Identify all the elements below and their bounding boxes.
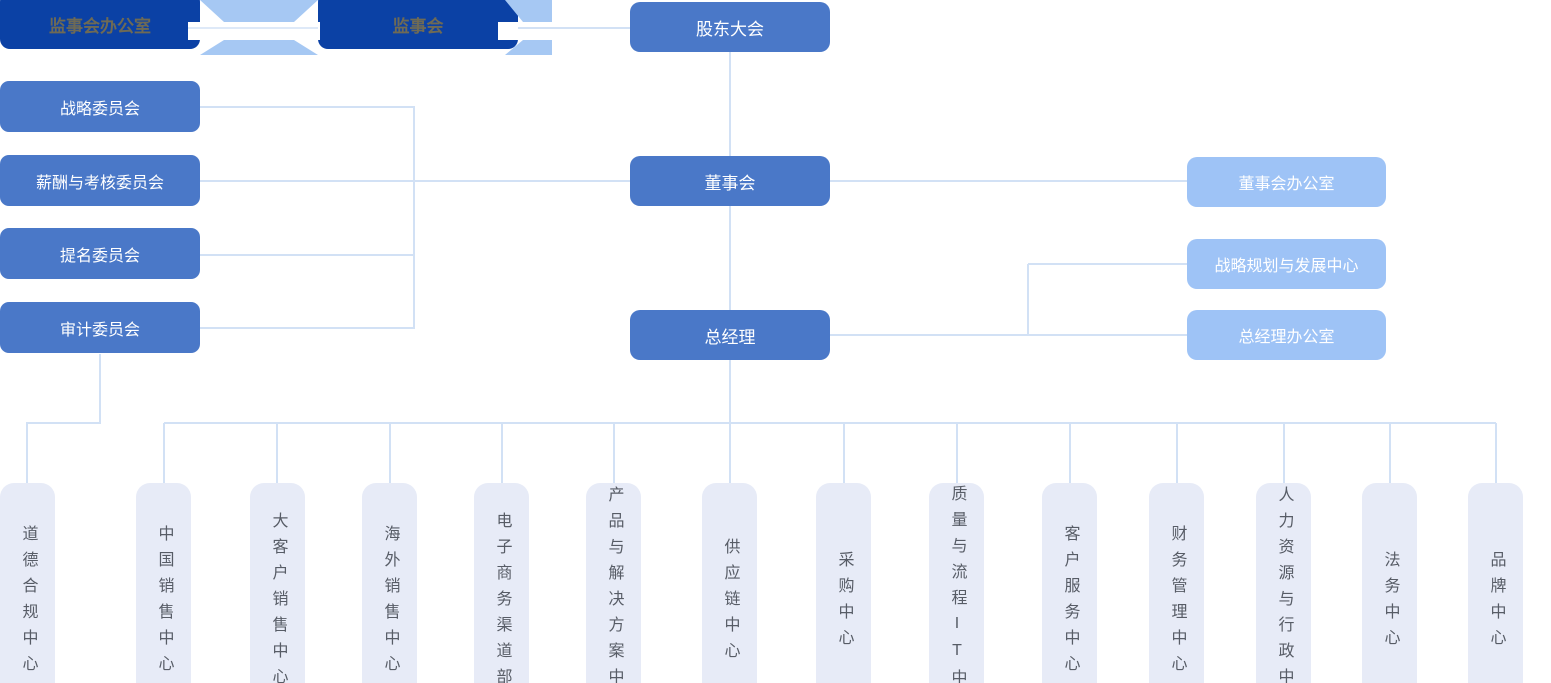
node-label: 财务管理中心 <box>1168 525 1186 681</box>
artifact-trapezoid-bottom <box>200 40 318 55</box>
node-dept-finance[interactable]: 财务管理中心 <box>1149 483 1204 683</box>
node-dept-ecommerce-channel[interactable]: 电子商务渠道部 <box>474 483 529 683</box>
node-label: 董事会 <box>704 173 756 193</box>
node-strategy-committee[interactable]: 战略委员会 <box>0 81 200 132</box>
node-label: 质量与流程IT中心 <box>948 485 966 683</box>
node-dept-china-sales[interactable]: 中国销售中心 <box>136 483 191 683</box>
node-dept-overseas-sales[interactable]: 海外销售中心 <box>362 483 417 683</box>
node-board-office[interactable]: 董事会办公室 <box>1187 157 1386 207</box>
node-dept-ethics-compliance[interactable]: 道德合规中心 <box>0 483 55 683</box>
node-dept-legal[interactable]: 法务中心 <box>1362 483 1417 683</box>
node-label: 采购中心 <box>835 551 853 655</box>
node-dept-quality-process-it[interactable]: 质量与流程IT中心 <box>929 483 984 683</box>
node-audit-committee[interactable]: 审计委员会 <box>0 302 200 353</box>
artifact-trapezoid-top <box>200 0 318 22</box>
node-dept-brand[interactable]: 品牌中心 <box>1468 483 1523 683</box>
node-label: 总经理办公室 <box>1238 329 1335 346</box>
node-label: 战略委员会 <box>59 100 140 118</box>
node-dept-hr-admin[interactable]: 人力资源与行政中心 <box>1256 483 1311 683</box>
node-supervisory-office[interactable]: 监事会办公室 <box>0 0 200 49</box>
node-label: 战略规划与发展中心 <box>1214 258 1359 275</box>
node-supervisory-board[interactable]: 监事会 <box>318 0 518 49</box>
node-label: 道德合规中心 <box>19 525 37 681</box>
node-label: 监事会 <box>392 17 444 36</box>
node-label: 产品与解决方案中心 <box>605 486 623 683</box>
node-label: 薪酬与考核委员会 <box>35 174 164 192</box>
node-dept-product-solutions[interactable]: 产品与解决方案中心 <box>586 483 641 683</box>
artifact-white-band-left <box>188 22 320 40</box>
node-strategy-planning-center[interactable]: 战略规划与发展中心 <box>1187 239 1386 289</box>
node-label: 供应链中心 <box>721 538 739 668</box>
node-label: 提名委员会 <box>59 247 140 265</box>
node-shareholders-meeting[interactable]: 股东大会 <box>630 2 830 52</box>
node-label: 海外销售中心 <box>381 525 399 681</box>
node-label: 品牌中心 <box>1487 551 1505 655</box>
node-label: 人力资源与行政中心 <box>1275 486 1293 683</box>
node-dept-customer-service[interactable]: 客户服务中心 <box>1042 483 1097 683</box>
node-dept-key-account-sales[interactable]: 大客户销售中心 <box>250 483 305 683</box>
node-nomination-committee[interactable]: 提名委员会 <box>0 228 200 279</box>
node-general-manager[interactable]: 总经理 <box>630 310 830 360</box>
node-label: 总经理 <box>704 327 756 347</box>
node-label: 大客户销售中心 <box>269 512 287 683</box>
node-label: 董事会办公室 <box>1238 176 1335 193</box>
node-board[interactable]: 董事会 <box>630 156 830 206</box>
connector-audit-ethics <box>26 354 101 483</box>
node-label: 法务中心 <box>1381 551 1399 655</box>
node-label: 电子商务渠道部 <box>493 512 511 683</box>
node-dept-procurement[interactable]: 采购中心 <box>816 483 871 683</box>
node-label: 中国销售中心 <box>155 525 173 681</box>
node-gm-office[interactable]: 总经理办公室 <box>1187 310 1386 360</box>
node-label: 股东大会 <box>696 19 764 39</box>
node-compensation-committee[interactable]: 薪酬与考核委员会 <box>0 155 200 206</box>
node-label: 审计委员会 <box>59 321 140 339</box>
node-label: 监事会办公室 <box>49 17 151 36</box>
node-label: 客户服务中心 <box>1061 525 1079 681</box>
node-dept-supply-chain[interactable]: 供应链中心 <box>702 483 757 683</box>
